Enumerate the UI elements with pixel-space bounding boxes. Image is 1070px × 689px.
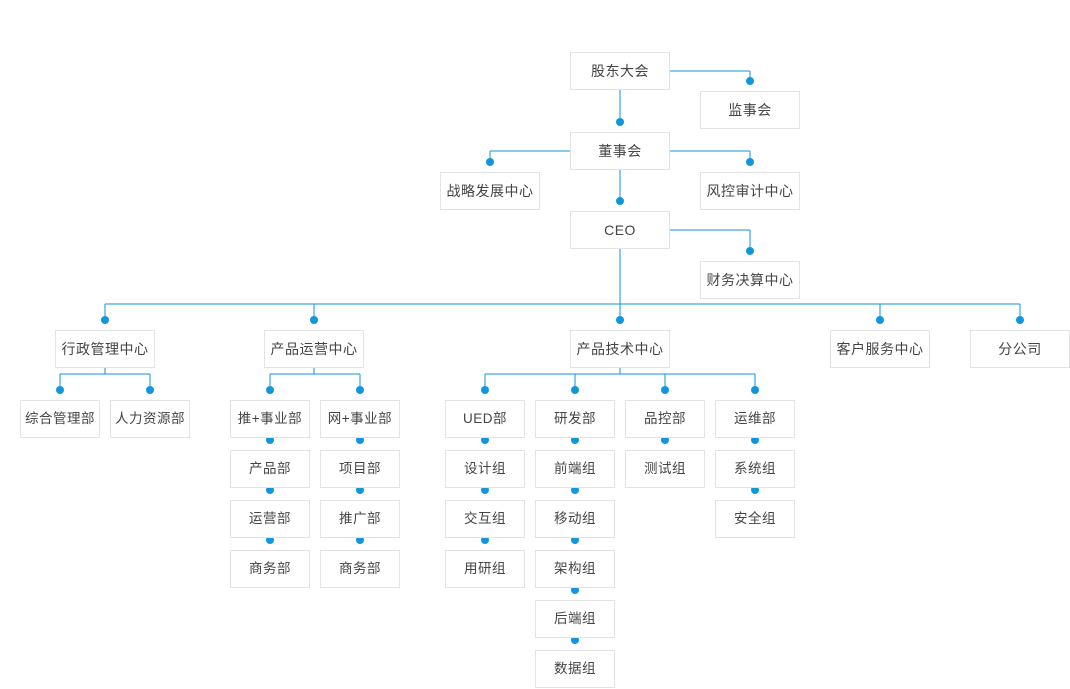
org-node-label: 推广部: [339, 511, 381, 527]
org-node-n34[interactable]: 用研组: [445, 550, 525, 588]
org-node-n11[interactable]: 客户服务中心: [830, 330, 930, 368]
connector-dot: [746, 77, 754, 85]
org-node-label: 前端组: [554, 461, 596, 477]
connector-dot: [751, 386, 759, 394]
org-node-label: 网+事业部: [327, 411, 393, 427]
org-node-label: CEO: [604, 222, 636, 238]
org-node-label: 客户服务中心: [836, 341, 924, 357]
org-node-label: 测试组: [644, 461, 686, 477]
org-node-n2[interactable]: 监事会: [700, 91, 800, 129]
org-node-label: 架构组: [554, 561, 596, 577]
org-node-label: 商务部: [249, 561, 291, 577]
connector-dot: [746, 247, 754, 255]
org-node-n17[interactable]: 产品部: [230, 450, 310, 488]
org-node-n20[interactable]: 推广部: [320, 500, 400, 538]
org-node-n22[interactable]: 商务部: [320, 550, 400, 588]
org-node-n25[interactable]: 品控部: [625, 400, 705, 438]
connector-dot: [310, 316, 318, 324]
org-node-label: 风控审计中心: [706, 183, 794, 199]
org-node-n7[interactable]: 财务决算中心: [700, 261, 800, 299]
org-node-n8[interactable]: 行政管理中心: [55, 330, 155, 368]
connector-dot: [356, 386, 364, 394]
org-node-label: 移动组: [554, 511, 596, 527]
connector-dot: [486, 158, 494, 166]
org-node-label: 安全组: [734, 511, 776, 527]
org-node-label: 商务部: [339, 561, 381, 577]
org-node-label: 分公司: [998, 341, 1042, 357]
org-node-n10[interactable]: 产品技术中心: [570, 330, 670, 368]
org-node-n1[interactable]: 股东大会: [570, 52, 670, 90]
org-node-n27[interactable]: 设计组: [445, 450, 525, 488]
org-node-n33[interactable]: 安全组: [715, 500, 795, 538]
org-node-label: 研发部: [554, 411, 596, 427]
org-node-label: 用研组: [464, 561, 506, 577]
org-node-label: 股东大会: [591, 63, 649, 79]
org-node-n37[interactable]: 数据组: [535, 650, 615, 688]
org-node-label: 品控部: [644, 411, 686, 427]
org-node-n18[interactable]: 项目部: [320, 450, 400, 488]
org-node-n36[interactable]: 后端组: [535, 600, 615, 638]
connector-dot: [481, 386, 489, 394]
org-node-label: 财务决算中心: [706, 272, 794, 288]
connector-dot: [876, 316, 884, 324]
org-node-n24[interactable]: 研发部: [535, 400, 615, 438]
org-node-label: 交互组: [464, 511, 506, 527]
org-node-label: 产品运营中心: [270, 341, 358, 357]
org-node-label: 产品部: [249, 461, 291, 477]
org-node-label: 战略发展中心: [446, 183, 534, 199]
connector-dot: [101, 316, 109, 324]
org-node-n32[interactable]: 移动组: [535, 500, 615, 538]
org-node-label: 综合管理部: [25, 411, 95, 427]
connector-dot: [661, 386, 669, 394]
org-node-n13[interactable]: 综合管理部: [20, 400, 100, 438]
org-node-label: 产品技术中心: [576, 341, 664, 357]
org-node-n4[interactable]: 战略发展中心: [440, 172, 540, 210]
org-node-label: 行政管理中心: [61, 341, 149, 357]
org-node-n15[interactable]: 推+事业部: [230, 400, 310, 438]
org-node-n23[interactable]: UED部: [445, 400, 525, 438]
connector-dot: [266, 386, 274, 394]
org-node-n29[interactable]: 测试组: [625, 450, 705, 488]
org-node-n21[interactable]: 商务部: [230, 550, 310, 588]
connector-dot: [616, 316, 624, 324]
org-node-n30[interactable]: 系统组: [715, 450, 795, 488]
connector-dot: [746, 158, 754, 166]
org-node-label: 监事会: [728, 102, 772, 118]
org-node-n35[interactable]: 架构组: [535, 550, 615, 588]
org-node-label: 推+事业部: [237, 411, 303, 427]
org-node-label: 人力资源部: [115, 411, 185, 427]
org-node-label: 后端组: [554, 611, 596, 627]
org-node-n31[interactable]: 交互组: [445, 500, 525, 538]
connector-dot: [146, 386, 154, 394]
org-node-label: UED部: [462, 411, 507, 427]
org-node-n28[interactable]: 前端组: [535, 450, 615, 488]
org-node-label: 董事会: [598, 143, 642, 159]
org-node-n3[interactable]: 董事会: [570, 132, 670, 170]
connector-dot: [1016, 316, 1024, 324]
org-node-n9[interactable]: 产品运营中心: [264, 330, 364, 368]
org-node-n19[interactable]: 运营部: [230, 500, 310, 538]
connector-dot: [616, 118, 624, 126]
connector-dot: [616, 197, 624, 205]
org-node-label: 运营部: [249, 511, 291, 527]
org-node-label: 运维部: [734, 411, 776, 427]
org-node-n16[interactable]: 网+事业部: [320, 400, 400, 438]
org-node-label: 系统组: [734, 461, 776, 477]
org-node-n26[interactable]: 运维部: [715, 400, 795, 438]
connector-dot: [56, 386, 64, 394]
connector-dot: [571, 386, 579, 394]
org-node-n12[interactable]: 分公司: [970, 330, 1070, 368]
org-node-n14[interactable]: 人力资源部: [110, 400, 190, 438]
org-node-n6[interactable]: CEO: [570, 211, 670, 249]
org-node-label: 项目部: [339, 461, 381, 477]
org-node-n5[interactable]: 风控审计中心: [700, 172, 800, 210]
org-node-label: 设计组: [464, 461, 506, 477]
org-node-label: 数据组: [554, 661, 596, 677]
